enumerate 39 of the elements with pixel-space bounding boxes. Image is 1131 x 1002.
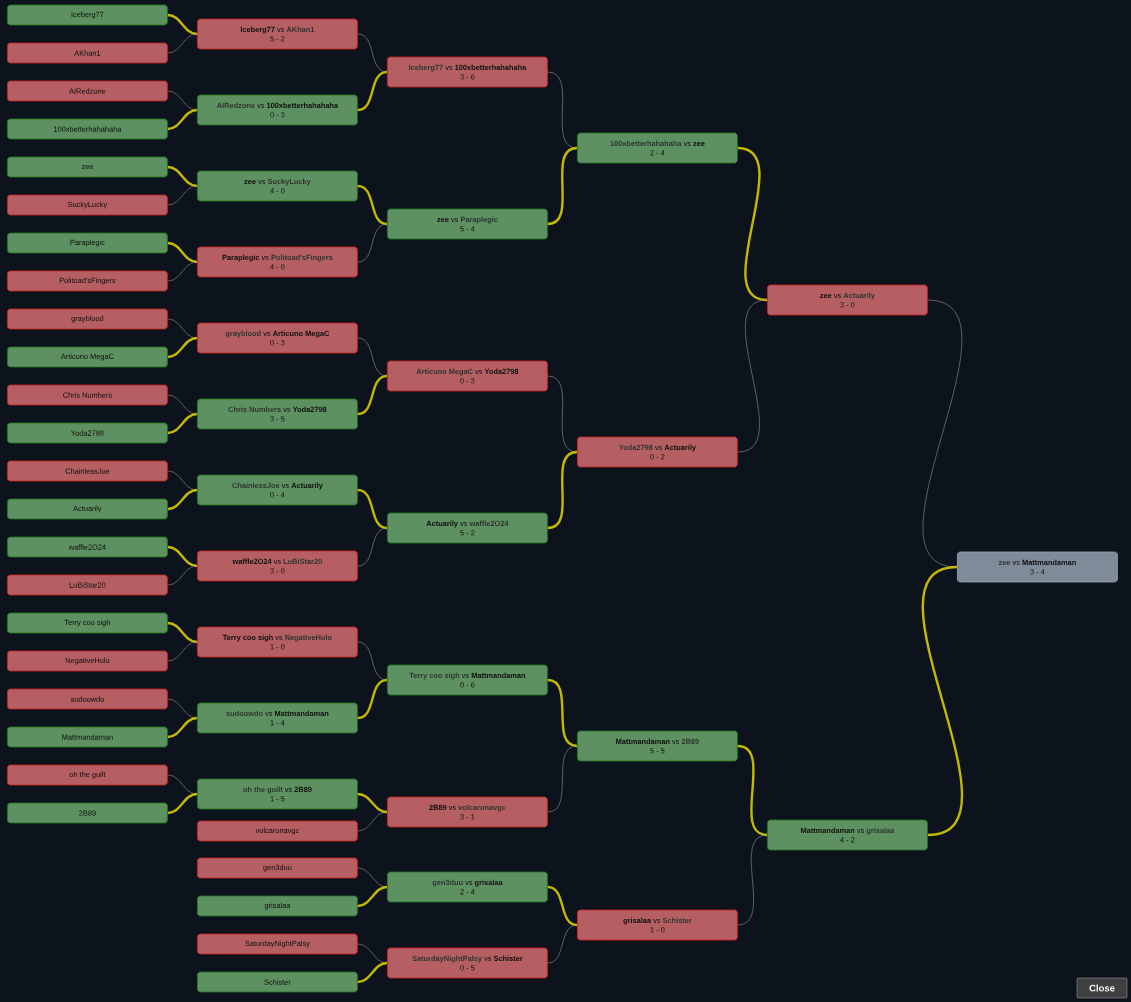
- bracket-line: [167, 488, 198, 511]
- bracket-line: [357, 678, 388, 720]
- bracket-line: [922, 299, 963, 568]
- bracket-line: [167, 241, 198, 264]
- bracket-line: [357, 223, 388, 263]
- bracket-line: [547, 678, 578, 748]
- bracket-line: [167, 565, 198, 586]
- bracket-line: [167, 716, 198, 739]
- bracket-line: [737, 834, 768, 926]
- bracket-line: [167, 545, 198, 568]
- bracket-line: [357, 527, 388, 567]
- close-button: Close: [1076, 977, 1128, 999]
- bracket-line: [167, 185, 198, 206]
- bracket-line: [167, 13, 198, 36]
- bracket-line: [167, 336, 198, 359]
- bracket-line: [357, 374, 388, 416]
- bracket-line: [167, 641, 198, 662]
- bracket-line: [357, 961, 388, 984]
- bracket-line: [547, 924, 578, 964]
- bracket-line: [921, 565, 964, 837]
- bracket-line: [357, 70, 388, 112]
- bracket-line: [167, 108, 198, 131]
- bracket-line: [167, 33, 198, 54]
- bracket-line: [547, 146, 578, 226]
- bracket-line: [547, 885, 578, 927]
- bracket-line: [167, 621, 198, 644]
- bracket-line: [357, 811, 388, 832]
- bracket-line: [357, 885, 388, 908]
- bracket-line: [737, 299, 768, 453]
- bracket-line: [547, 745, 578, 813]
- bracket-line: [167, 792, 198, 815]
- bracket-line: [737, 744, 768, 837]
- bracket-line: [357, 792, 388, 814]
- bracket-line: [547, 450, 578, 530]
- bracket-line: [167, 261, 198, 282]
- bracket-line: [167, 165, 198, 188]
- bracket-line: [357, 184, 388, 226]
- bracket-line: [167, 412, 198, 435]
- bracket-line: [357, 488, 388, 530]
